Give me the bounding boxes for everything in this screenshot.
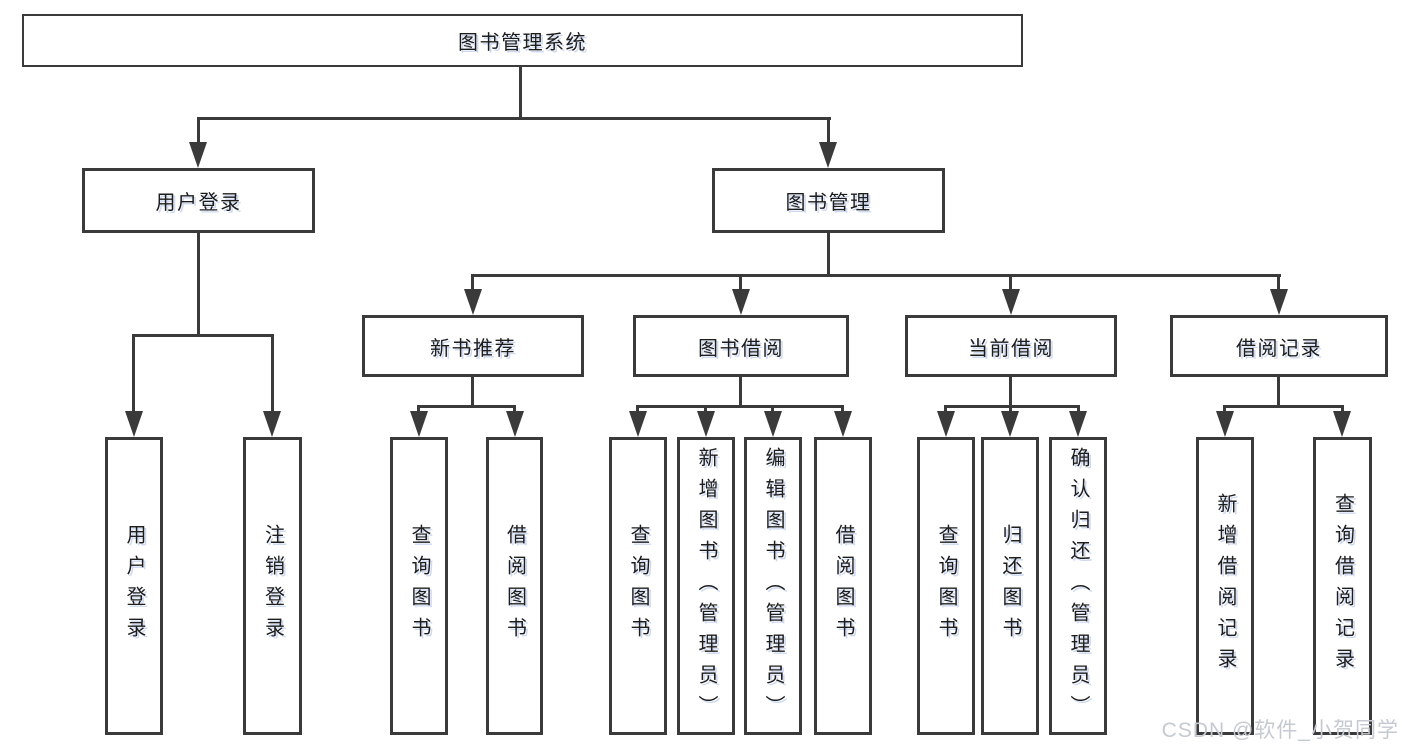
connector-line bbox=[1341, 405, 1344, 414]
leaf-bb-query-books-label: 查询图书 bbox=[627, 524, 649, 648]
connector-line bbox=[1277, 274, 1280, 292]
node-new-book-recommend: 新书推荐 bbox=[362, 315, 584, 377]
connector-line bbox=[739, 377, 742, 408]
leaf-logout-label: 注销登录 bbox=[261, 524, 284, 648]
connector-line bbox=[513, 405, 516, 414]
leaf-cb-return-books: 归还图书 bbox=[981, 437, 1039, 735]
connector-line bbox=[771, 405, 774, 414]
csdn-watermark: CSDN @软件_小贺同学 bbox=[1161, 719, 1399, 742]
arrow-down-icon bbox=[937, 411, 955, 437]
arrow-down-icon bbox=[834, 411, 852, 437]
leaf-bb-edit-books-admin-label: 编辑图书（管理员） bbox=[762, 446, 784, 726]
leaf-cb-confirm-return-admin-label: 确认归还（管理员） bbox=[1067, 446, 1089, 726]
leaf-user-login-label: 用户登录 bbox=[123, 524, 145, 648]
connector-line bbox=[827, 233, 830, 277]
connector-line bbox=[636, 405, 844, 408]
connector-line bbox=[471, 377, 474, 408]
connector-line bbox=[471, 274, 474, 292]
connector-line bbox=[739, 274, 742, 292]
connector-line bbox=[132, 334, 274, 337]
connector-line bbox=[197, 117, 831, 120]
connector-line bbox=[417, 405, 420, 414]
arrow-down-icon bbox=[1270, 289, 1288, 315]
leaf-br-add-record-label: 新增借阅记录 bbox=[1214, 493, 1236, 679]
leaf-logout: 注销登录 bbox=[243, 437, 302, 735]
connector-line bbox=[1009, 274, 1012, 292]
node-borrow-records: 借阅记录 bbox=[1170, 315, 1388, 377]
connector-line bbox=[1223, 405, 1226, 414]
arrow-down-icon bbox=[410, 411, 428, 437]
connector-line bbox=[636, 405, 639, 414]
connector-line bbox=[1223, 405, 1344, 408]
node-user-login: 用户登录 bbox=[82, 168, 315, 233]
connector-line bbox=[944, 405, 947, 414]
node-current-borrow: 当前借阅 bbox=[905, 315, 1117, 377]
connector-line bbox=[519, 67, 522, 119]
connector-line bbox=[1277, 377, 1280, 408]
connector-line bbox=[471, 274, 1281, 277]
leaf-bb-borrow-books-label: 借阅图书 bbox=[832, 524, 854, 648]
leaf-user-login: 用户登录 bbox=[105, 437, 163, 735]
arrow-down-icon bbox=[1002, 289, 1020, 315]
leaf-cb-confirm-return-admin: 确认归还（管理员） bbox=[1049, 437, 1107, 735]
leaf-bb-add-books-admin: 新增图书（管理员） bbox=[677, 437, 735, 735]
arrow-down-icon bbox=[1333, 411, 1351, 437]
node-book-management: 图书管理 bbox=[712, 168, 945, 233]
connector-line bbox=[417, 405, 516, 408]
node-book-borrow: 图书借阅 bbox=[633, 315, 849, 377]
connector-line bbox=[1009, 377, 1012, 408]
connector-line bbox=[1009, 405, 1012, 414]
leaf-nb-query-books: 查询图书 bbox=[390, 437, 448, 735]
arrow-down-icon bbox=[819, 142, 837, 168]
connector-line bbox=[944, 405, 1080, 408]
connector-line bbox=[271, 334, 274, 414]
arrow-down-icon bbox=[506, 411, 524, 437]
leaf-br-query-record: 查询借阅记录 bbox=[1313, 437, 1372, 735]
arrow-down-icon bbox=[1216, 411, 1234, 437]
connector-line bbox=[197, 117, 200, 145]
leaf-nb-borrow-books: 借阅图书 bbox=[486, 437, 543, 735]
arrow-down-icon bbox=[464, 289, 482, 315]
arrow-down-icon bbox=[1069, 411, 1087, 437]
leaf-cb-query-books-label: 查询图书 bbox=[935, 524, 957, 648]
arrow-down-icon bbox=[732, 289, 750, 315]
arrow-down-icon bbox=[263, 411, 281, 437]
leaf-nb-query-books-label: 查询图书 bbox=[408, 524, 430, 648]
connector-line bbox=[841, 405, 844, 414]
connector-line bbox=[132, 334, 135, 414]
leaf-nb-borrow-books-label: 借阅图书 bbox=[503, 524, 526, 648]
leaf-cb-query-books: 查询图书 bbox=[917, 437, 975, 735]
leaf-bb-borrow-books: 借阅图书 bbox=[814, 437, 872, 735]
leaf-bb-query-books: 查询图书 bbox=[609, 437, 667, 735]
connector-line bbox=[1077, 405, 1080, 414]
connector-line bbox=[704, 405, 707, 414]
leaf-bb-edit-books-admin: 编辑图书（管理员） bbox=[744, 437, 802, 735]
connector-line bbox=[197, 233, 200, 337]
leaf-br-query-record-label: 查询借阅记录 bbox=[1331, 493, 1354, 679]
arrow-down-icon bbox=[125, 411, 143, 437]
connector-line bbox=[827, 117, 830, 145]
arrow-down-icon bbox=[697, 411, 715, 437]
arrow-down-icon bbox=[1001, 411, 1019, 437]
arrow-down-icon bbox=[189, 142, 207, 168]
node-library-system: 图书管理系统 bbox=[22, 14, 1023, 67]
leaf-bb-add-books-admin-label: 新增图书（管理员） bbox=[695, 446, 717, 726]
leaf-br-add-record: 新增借阅记录 bbox=[1196, 437, 1254, 735]
arrow-down-icon bbox=[764, 411, 782, 437]
arrow-down-icon bbox=[629, 411, 647, 437]
leaf-cb-return-books-label: 归还图书 bbox=[999, 524, 1021, 648]
